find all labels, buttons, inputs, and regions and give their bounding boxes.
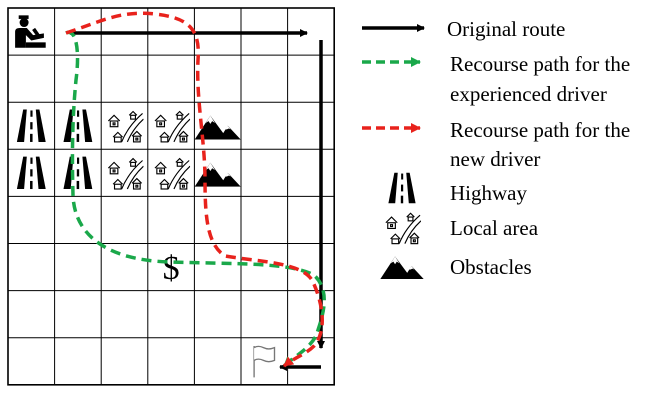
legend-experienced-line1: Recourse path for the — [450, 52, 630, 76]
routes — [65, 11, 326, 371]
local-area-icon — [154, 110, 191, 143]
legend-local-area: Local area — [450, 216, 539, 240]
legend-experienced-line2: experienced driver — [450, 82, 607, 106]
cell-icons: $ — [15, 15, 276, 379]
local-area-icon — [107, 158, 144, 190]
legend-obstacles: Obstacles — [450, 255, 532, 279]
dollar-icon: $ — [163, 250, 180, 287]
mountain-icon — [194, 162, 241, 187]
legend-original-route: Original route — [447, 17, 565, 41]
legend-mountain-icon — [380, 256, 424, 279]
flag-icon — [253, 345, 276, 379]
new-driver-route — [65, 11, 324, 368]
local-area-icon — [154, 158, 191, 190]
experienced-driver-route — [65, 30, 326, 368]
legend-highway-icon — [388, 172, 416, 204]
legend-highway: Highway — [450, 181, 527, 205]
local-area-icon — [107, 110, 144, 143]
highway-icon — [16, 156, 46, 190]
highway-icon — [63, 156, 93, 190]
driver-icon — [15, 15, 46, 48]
highway-icon — [16, 109, 46, 142]
legend-new-line2: new driver — [450, 147, 540, 171]
legend-local-area-icon — [385, 212, 421, 245]
legend: Original route Recourse path for the exp… — [362, 17, 630, 279]
legend-new-line1: Recourse path for the — [450, 118, 630, 142]
grid — [7, 7, 336, 386]
highway-icon — [63, 109, 93, 142]
